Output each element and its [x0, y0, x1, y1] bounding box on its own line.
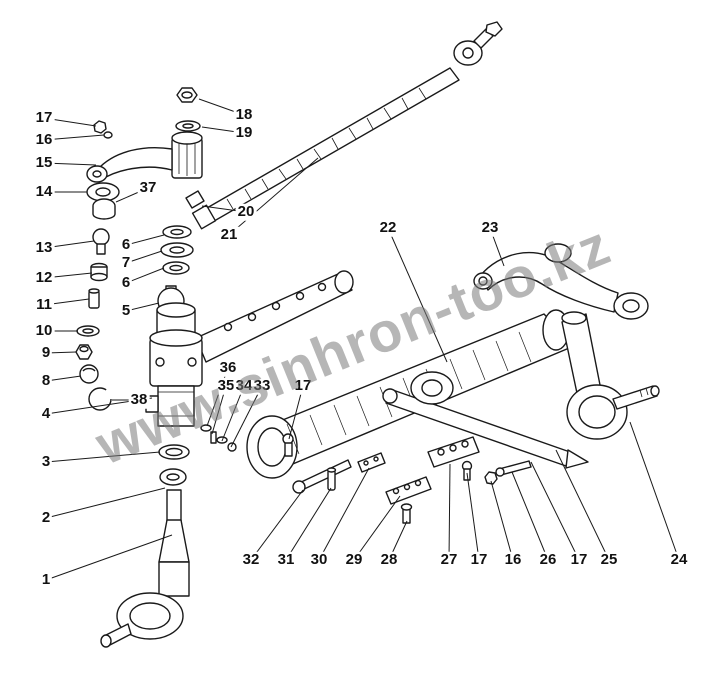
part-label: 21	[218, 225, 240, 244]
part-label: 14	[33, 182, 55, 201]
part-label: 17	[33, 108, 55, 127]
part-label: 38	[128, 390, 150, 409]
part-label: 3	[39, 452, 53, 471]
upper-steering-arm-drawing	[473, 243, 649, 320]
part-label: 5	[119, 301, 133, 320]
part-label: 20	[235, 202, 257, 221]
part-label: 1	[39, 570, 53, 589]
part-label: 16	[502, 550, 524, 569]
part-label: 15	[33, 153, 55, 172]
part-label: 31	[275, 550, 297, 569]
part-label: 9	[39, 343, 53, 362]
part-label: 30	[308, 550, 330, 569]
part-label: 36	[217, 358, 239, 377]
part-label: 12	[33, 268, 55, 287]
part-label: 32	[240, 550, 262, 569]
part-label: 27	[438, 550, 460, 569]
part-label: 19	[233, 123, 255, 142]
part-label: 16	[33, 130, 55, 149]
drop-arm-drawing	[86, 87, 203, 183]
part-label: 6	[119, 235, 133, 254]
right-spindle-drawing	[561, 311, 660, 440]
part-label: 2	[39, 508, 53, 527]
part-label: 6	[119, 273, 133, 292]
part-label: 37	[137, 178, 159, 197]
part-label: 28	[378, 550, 400, 569]
part-label: 22	[377, 218, 399, 237]
part-label: 4	[39, 404, 53, 423]
part-label: 13	[33, 238, 55, 257]
part-label: 8	[39, 371, 53, 390]
drag-link-drawing	[185, 21, 503, 230]
part-label: 17	[568, 550, 590, 569]
part-label: 24	[668, 550, 690, 569]
part-label: 11	[34, 295, 54, 314]
part-label: 18	[233, 105, 255, 124]
part-label: 25	[598, 550, 620, 569]
part-label: 29	[343, 550, 365, 569]
part-label: 26	[537, 550, 559, 569]
part-label: 23	[479, 218, 501, 237]
kingpin-small-parts-drawing	[75, 182, 120, 411]
thrust-washers-drawing	[157, 225, 194, 315]
part-label: 33	[251, 376, 273, 395]
part-label: 34	[233, 376, 255, 395]
part-label: 7	[119, 253, 133, 272]
part-label: 10	[33, 321, 55, 340]
part-label: 35	[215, 376, 237, 395]
part-label: 17	[468, 550, 490, 569]
axle-through-rod-drawing	[382, 371, 589, 469]
part-label: 17	[292, 376, 314, 395]
kingpin-housing-drawing	[145, 270, 354, 486]
spindle-shaft-drawing	[100, 489, 190, 648]
